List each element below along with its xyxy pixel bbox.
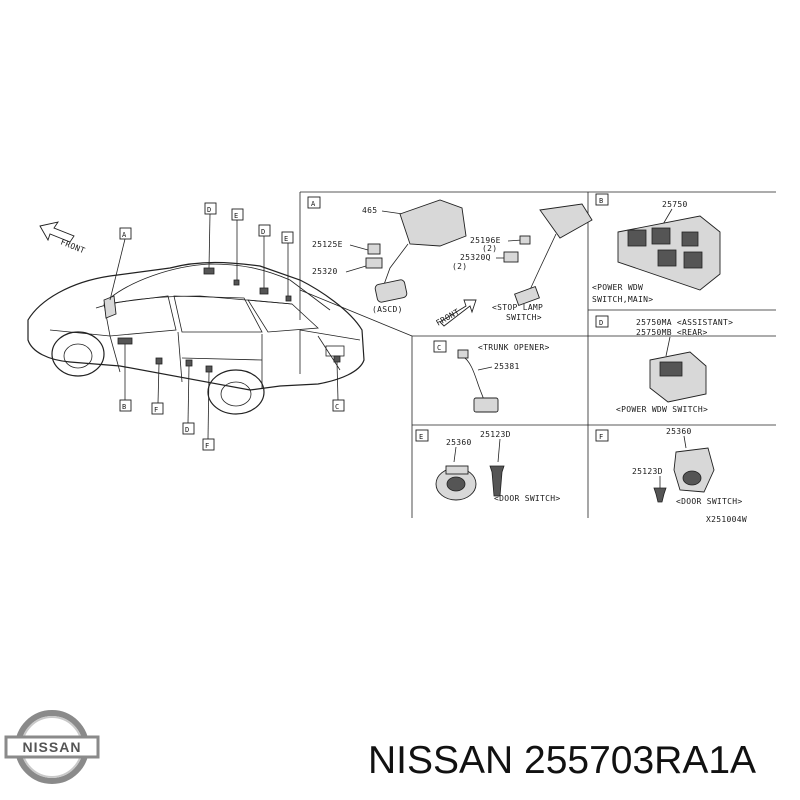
part-25360-e: 25360 bbox=[446, 438, 472, 447]
panel-f-door-switch: F 25360 25123D <DOOR SWITCH> bbox=[595, 427, 743, 506]
callout-d-bottom: D bbox=[182, 365, 195, 435]
part-465: 465 bbox=[362, 206, 377, 215]
logo-text: NISSAN bbox=[23, 739, 82, 755]
panel-f-tag: F bbox=[599, 433, 603, 441]
nissan-logo: NISSAN bbox=[4, 710, 100, 784]
callout-c: C bbox=[332, 361, 345, 412]
callout-tags: A D E D E B F bbox=[109, 202, 345, 451]
part-25123d-e: 25123D bbox=[480, 430, 511, 439]
part-25196e: 25196E bbox=[470, 236, 501, 245]
callout-f-left: F bbox=[151, 363, 164, 415]
part-25320: 25320 bbox=[312, 267, 338, 276]
panel-frames bbox=[299, 191, 776, 518]
callout-d-right: D bbox=[258, 224, 271, 288]
panel-c-caption: <TRUNK OPENER> bbox=[478, 343, 550, 352]
part-25123d-f: 25123D bbox=[632, 467, 663, 476]
part-25360-f: 25360 bbox=[666, 427, 692, 436]
front-label: FRONT bbox=[59, 238, 86, 256]
front-arrow-car: FRONT bbox=[39, 221, 86, 256]
panel-f-caption: <DOOR SWITCH> bbox=[676, 497, 743, 506]
ascd-label: (ASCD) bbox=[372, 305, 403, 314]
panel-e-door-switch: E 25360 25123D <DOOR SWITCH> bbox=[415, 429, 561, 503]
part-25750ma: 25750MA <ASSISTANT> bbox=[636, 318, 733, 327]
panel-c-tag: C bbox=[437, 344, 441, 352]
qty-b: (2) bbox=[452, 262, 467, 271]
product-title: NISSAN 255703RA1A bbox=[368, 739, 757, 782]
svg-text:F: F bbox=[154, 406, 158, 414]
panel-a-caption-1: <STOP LAMP bbox=[492, 303, 543, 312]
qty-a: (2) bbox=[482, 244, 497, 253]
svg-text:D: D bbox=[261, 228, 265, 236]
svg-text:C: C bbox=[335, 403, 339, 411]
svg-text:B: B bbox=[122, 403, 126, 411]
panel-d-caption: <POWER WDW SWITCH> bbox=[616, 405, 708, 414]
part-25320q: 25320Q bbox=[460, 253, 491, 262]
callout-e-right: E bbox=[281, 231, 294, 296]
svg-text:D: D bbox=[185, 426, 189, 434]
panel-a-tag: A bbox=[311, 200, 316, 208]
callout-d-top: D bbox=[204, 202, 217, 269]
panel-a-front: FRONT bbox=[435, 307, 462, 328]
part-25381: 25381 bbox=[494, 362, 520, 371]
panel-d-tag: D bbox=[599, 319, 603, 327]
svg-text:F: F bbox=[205, 442, 209, 450]
diagram-code: X251004W bbox=[706, 515, 747, 524]
panel-b-power-window-main: B 25750 <POWER WDW SWITCH,MAIN> bbox=[592, 193, 721, 304]
panel-b-caption-2: SWITCH,MAIN> bbox=[592, 295, 653, 304]
panel-a-caption-2: SWITCH> bbox=[506, 313, 542, 322]
panel-b-tag: B bbox=[599, 197, 603, 205]
part-25125e: 25125E bbox=[312, 240, 343, 249]
panel-c-trunk-opener: C <TRUNK OPENER> 25381 bbox=[433, 340, 550, 413]
panel-d-power-window: D 25750MA <ASSISTANT> 25750MB <REAR> <PO… bbox=[595, 315, 733, 414]
callout-b: B bbox=[119, 344, 132, 412]
svg-text:D: D bbox=[207, 206, 211, 214]
callout-e-top: E bbox=[231, 208, 244, 280]
svg-text:A: A bbox=[122, 231, 127, 239]
part-25750: 25750 bbox=[662, 200, 688, 209]
panel-e-tag: E bbox=[419, 433, 423, 441]
panel-b-caption-1: <POWER WDW bbox=[592, 283, 643, 292]
part-25750mb: 25750MB <REAR> bbox=[636, 328, 708, 337]
panel-e-caption: <DOOR SWITCH> bbox=[494, 494, 561, 503]
panel-a-stop-lamp: A 465 (ASCD) 25125E 25320 25196E (2) 253… bbox=[307, 196, 593, 328]
svg-text:E: E bbox=[284, 235, 288, 243]
car-illustration bbox=[27, 261, 365, 415]
callout-a: A bbox=[109, 227, 132, 301]
callout-f-bottom: F bbox=[202, 371, 215, 451]
svg-text:E: E bbox=[234, 212, 238, 220]
